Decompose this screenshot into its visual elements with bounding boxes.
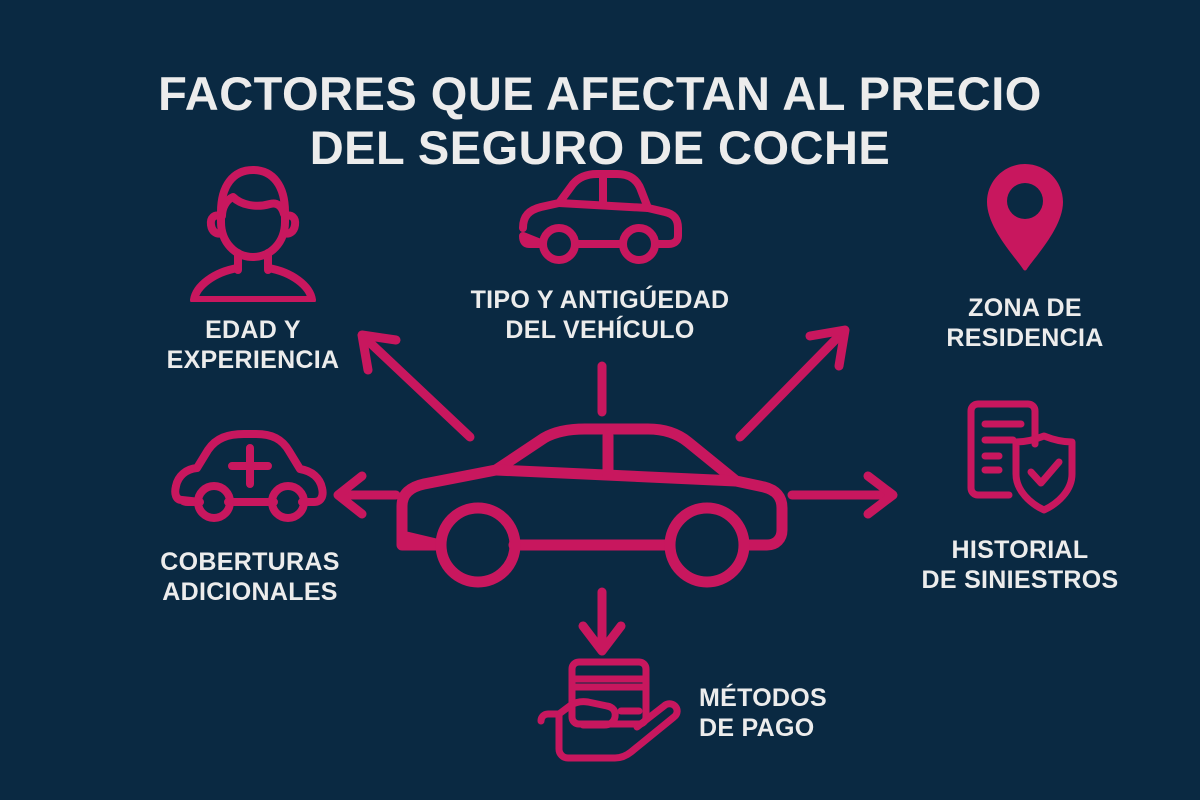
page-title-line-2: DEL SEGURO DE COCHE [309, 121, 891, 175]
factor-historial-siniestros[interactable]: HISTORIAL DE SINIESTROS [870, 396, 1170, 595]
document-shield-check-icon [961, 396, 1079, 523]
car-plus-icon [170, 428, 330, 537]
factor-tipo-antiguedad-vehiculo-label: TIPO Y ANTIGÚEDAD DEL VEHÍCULO [471, 285, 730, 345]
factor-coberturas-adicionales-label-line-1: COBERTURAS [160, 548, 340, 576]
page-title-line-1: FACTORES QUE AFECTAN AL PRECIO [158, 67, 1042, 121]
factor-metodos-pago-label: MÉTODOS DE PAGO [699, 683, 827, 743]
factor-tipo-antiguedad-vehiculo[interactable]: TIPO Y ANTIGÚEDAD DEL VEHÍCULO [455, 168, 745, 345]
factor-metodos-pago-label-line-1: MÉTODOS [698, 683, 828, 712]
factor-tipo-antiguedad-vehiculo-label-line-1: TIPO Y ANTIGÚEDAD [470, 286, 730, 314]
factor-zona-residencia-label-line-2: RESIDENCIA [946, 324, 1104, 352]
factor-edad-experiencia-label: EDAD Y EXPERIENCIA [167, 315, 340, 375]
factor-historial-siniestros-label-line-2: DE SINIESTROS [921, 566, 1119, 594]
factor-coberturas-adicionales-label: COBERTURAS ADICIONALES [160, 547, 339, 607]
factor-edad-experiencia-label-line-1: EDAD Y [205, 316, 301, 344]
factor-coberturas-adicionales-label-line-2: ADICIONALES [162, 578, 338, 606]
factor-edad-experiencia-label-line-2: EXPERIENCIA [166, 346, 340, 374]
factor-metodos-pago-label-line-2: DE PAGO [698, 713, 815, 742]
factor-edad-experiencia[interactable]: EDAD Y EXPERIENCIA [108, 160, 398, 375]
person-avatar-icon [178, 160, 328, 307]
factor-metodos-pago[interactable]: MÉTODOS DE PAGO [490, 655, 870, 770]
factor-zona-residencia-label: ZONA DE RESIDENCIA [946, 293, 1103, 353]
center-car-icon [392, 418, 792, 590]
map-pin-icon [978, 158, 1072, 281]
factor-historial-siniestros-label-line-1: HISTORIAL [951, 536, 1089, 564]
hand-holding-credit-card-icon [533, 655, 685, 770]
page-title: FACTORES QUE AFECTAN AL PRECIO DEL SEGUR… [0, 67, 1200, 174]
factor-tipo-antiguedad-vehiculo-label-line-2: DEL VEHÍCULO [505, 316, 695, 344]
factor-zona-residencia[interactable]: ZONA DE RESIDENCIA [880, 158, 1170, 353]
factor-coberturas-adicionales[interactable]: COBERTURAS ADICIONALES [100, 428, 400, 607]
factor-zona-residencia-label-line-1: ZONA DE [968, 294, 1082, 322]
classic-car-icon [515, 168, 685, 273]
connector-center-to-metodos [578, 587, 626, 656]
factor-historial-siniestros-label: HISTORIAL DE SINIESTROS [922, 535, 1119, 595]
